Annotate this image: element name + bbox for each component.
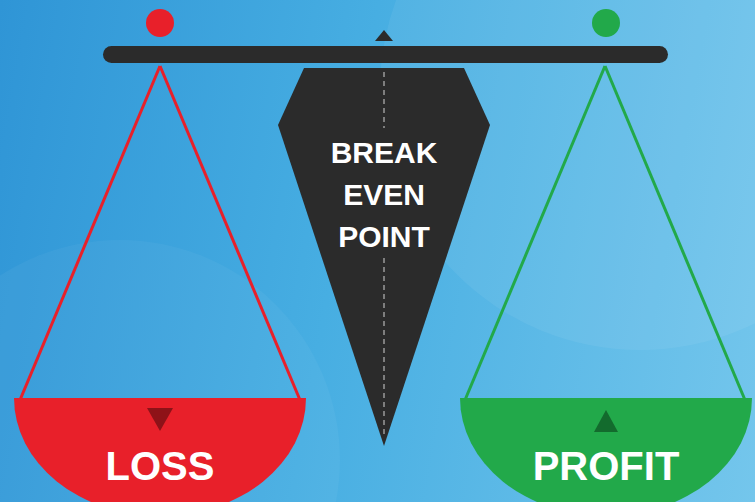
scale-string — [160, 66, 300, 400]
pointer-diamond: BREAK EVEN POINT — [278, 66, 490, 448]
node-label: PROFIT — [476, 442, 736, 490]
scale-pan — [460, 398, 752, 502]
node-label: BREAK EVEN POINT — [309, 132, 459, 258]
node-label: LOSS — [30, 442, 290, 490]
scale-string — [20, 66, 160, 400]
scale-string — [465, 66, 605, 400]
scale-pan — [14, 398, 306, 502]
down-triangle — [147, 408, 173, 431]
profit-dot — [592, 9, 620, 37]
loss-pan: LOSS — [14, 398, 306, 502]
pivot-marker — [375, 30, 393, 41]
scale-string — [605, 66, 745, 400]
scale-beam — [103, 46, 668, 63]
center-dashed-line — [383, 258, 385, 438]
pointer-shape — [278, 68, 490, 446]
profit-pan: PROFIT — [460, 398, 752, 502]
center-dashed-line — [383, 72, 385, 128]
loss-dot — [146, 9, 174, 37]
up-triangle — [594, 410, 618, 432]
node-outline — [278, 66, 490, 448]
